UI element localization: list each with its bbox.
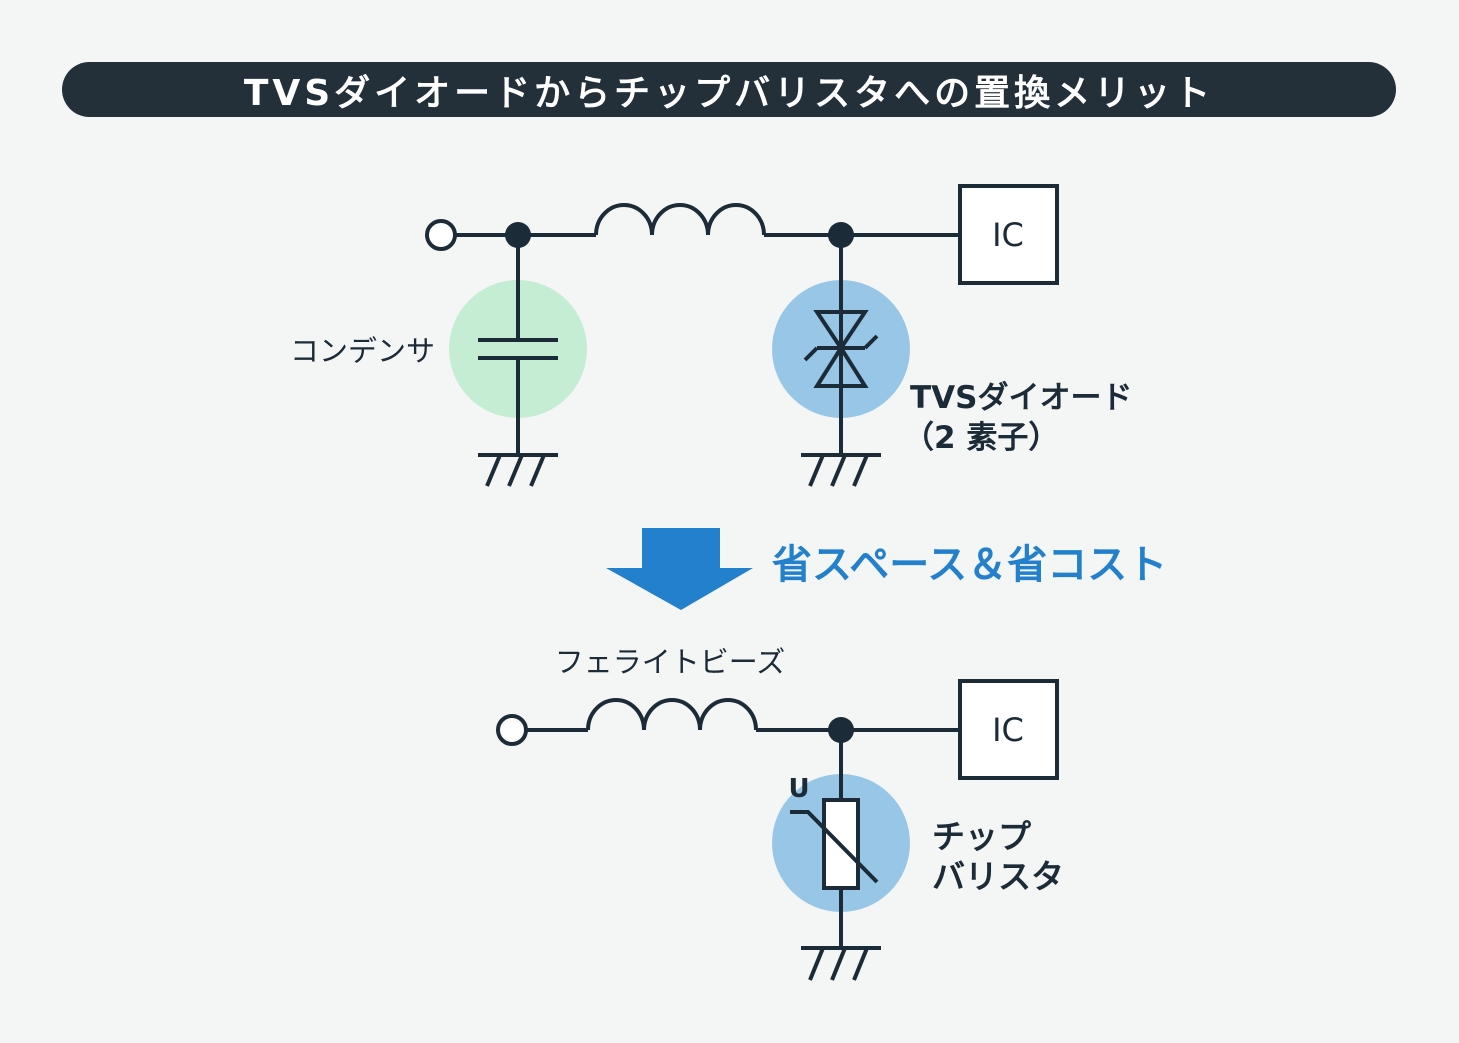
- before-circuit: [425, 184, 1059, 487]
- capacitor-highlight: [449, 280, 587, 418]
- capacitor-label: コンデンサ: [290, 334, 435, 368]
- after-circuit: [496, 679, 1059, 981]
- tvs-diode-symbol: [803, 310, 879, 388]
- ic-box: [958, 184, 1059, 285]
- ic-label: IC: [992, 711, 1024, 749]
- ground-symbol: [801, 453, 881, 487]
- ground-symbol: [478, 453, 558, 487]
- ic-box: [958, 679, 1059, 780]
- ground-symbol: [801, 946, 881, 981]
- ferrite-bead-coil: [586, 698, 758, 731]
- benefit-text: 省スペース＆省コスト: [772, 542, 1167, 588]
- ferrite-bead-label: フェライトビーズ: [555, 645, 786, 679]
- input-terminal: [425, 219, 457, 251]
- varistor-label: チップ: [932, 817, 1032, 856]
- tvs-count-label: （2 素子）: [903, 420, 1059, 456]
- input-terminal: [496, 714, 528, 746]
- varistor-symbol-label: U: [788, 774, 809, 804]
- tvs-label: TVSダイオード: [910, 380, 1132, 416]
- page-title: TVSダイオードからチップバリスタへの置換メリット: [243, 72, 1215, 114]
- varistor-label: バリスタ: [932, 857, 1064, 896]
- down-arrow: [606, 528, 753, 610]
- ic-label: IC: [992, 216, 1024, 254]
- inductor-coil: [594, 203, 766, 236]
- title-bar: TVSダイオードからチップバリスタへの置換メリット: [62, 62, 1396, 117]
- varistor-slash: [790, 810, 879, 884]
